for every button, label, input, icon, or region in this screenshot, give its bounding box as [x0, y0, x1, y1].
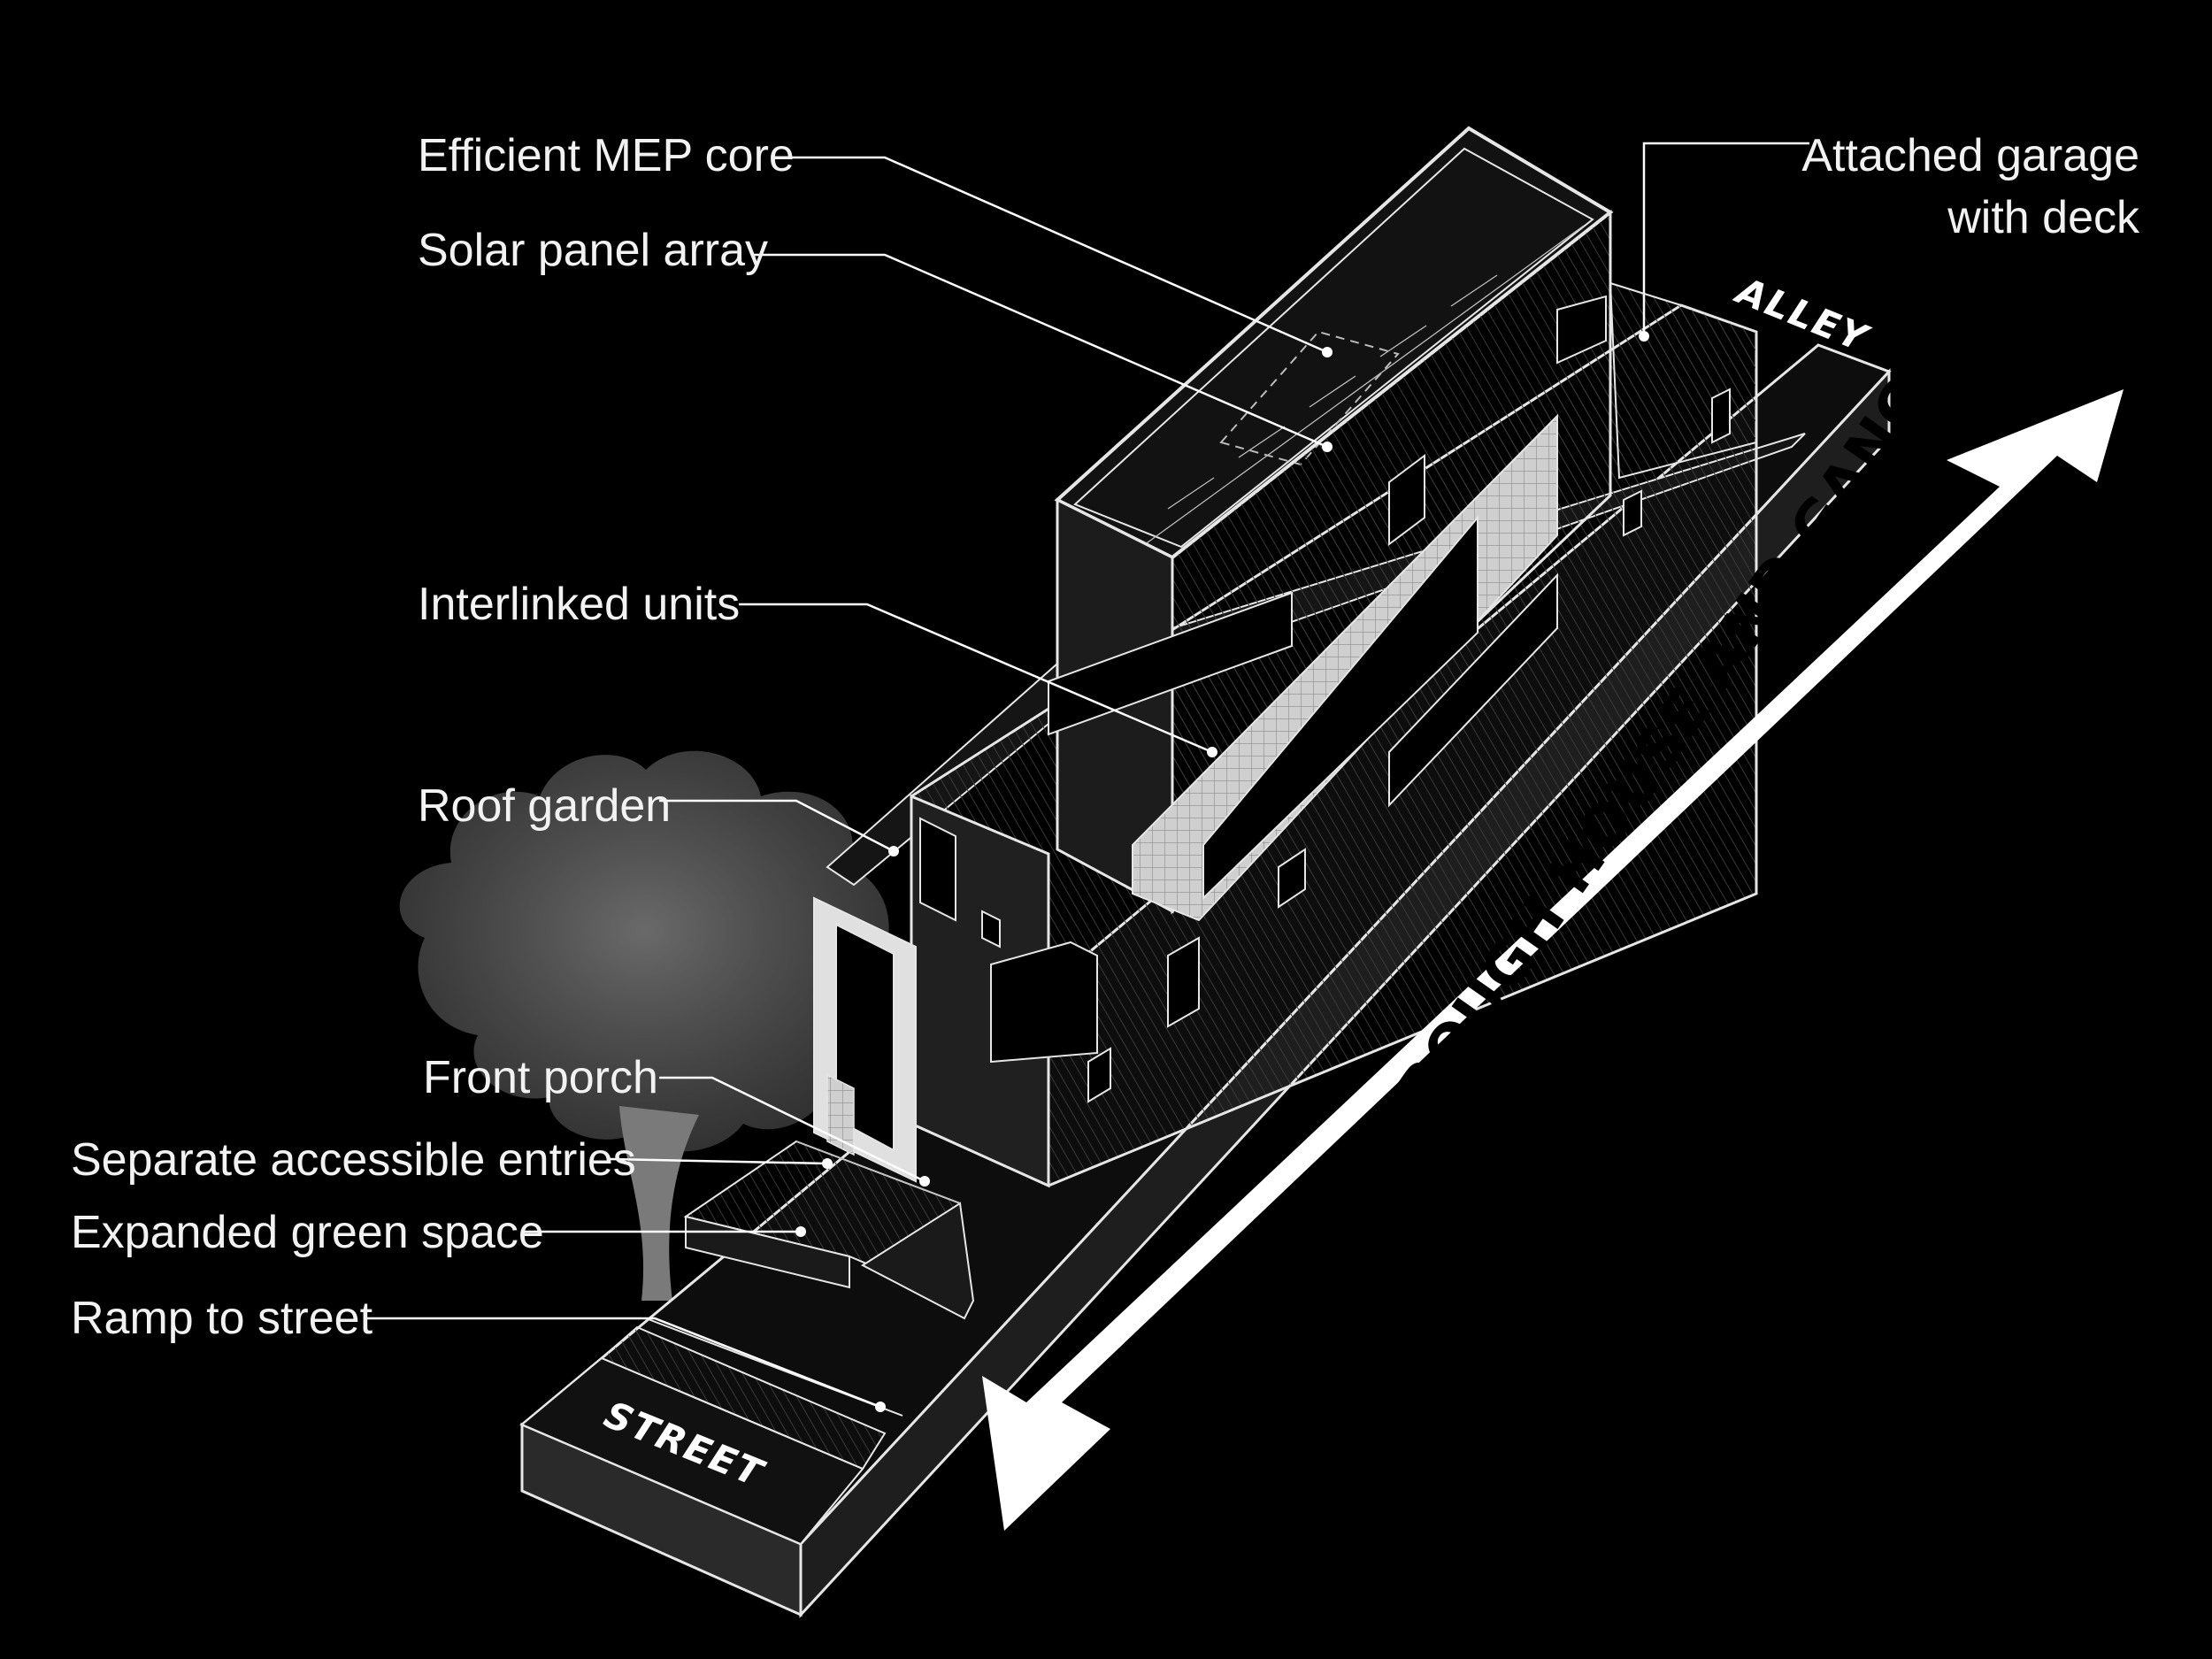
label-ramp-to-street: Ramp to street — [71, 1293, 373, 1344]
label-green-space: Expanded green space — [71, 1207, 544, 1258]
label-interlinked-units: Interlinked units — [418, 579, 740, 630]
label-garage-line2: with deck — [1947, 192, 2140, 243]
label-solar-panel-array: Solar panel array — [418, 225, 768, 276]
label-roof-garden: Roof garden — [418, 780, 671, 832]
label-accessible-entries: Separate accessible entries — [71, 1134, 636, 1186]
front-porch — [813, 896, 917, 1183]
label-garage-line1: Attached garage — [1801, 130, 2139, 181]
label-front-porch: Front porch — [423, 1052, 658, 1103]
front-yard — [683, 1140, 975, 1320]
tree-illustration — [399, 750, 889, 1301]
mep-core-outline — [1219, 330, 1400, 466]
label-mep-core: Efficient MEP core — [418, 130, 795, 181]
leader-lines — [367, 142, 1809, 1412]
annotation-labels: Efficient MEP core Solar panel array Int… — [71, 130, 2140, 1344]
building-volume — [826, 126, 1806, 1188]
solar-panels — [1114, 225, 1585, 567]
